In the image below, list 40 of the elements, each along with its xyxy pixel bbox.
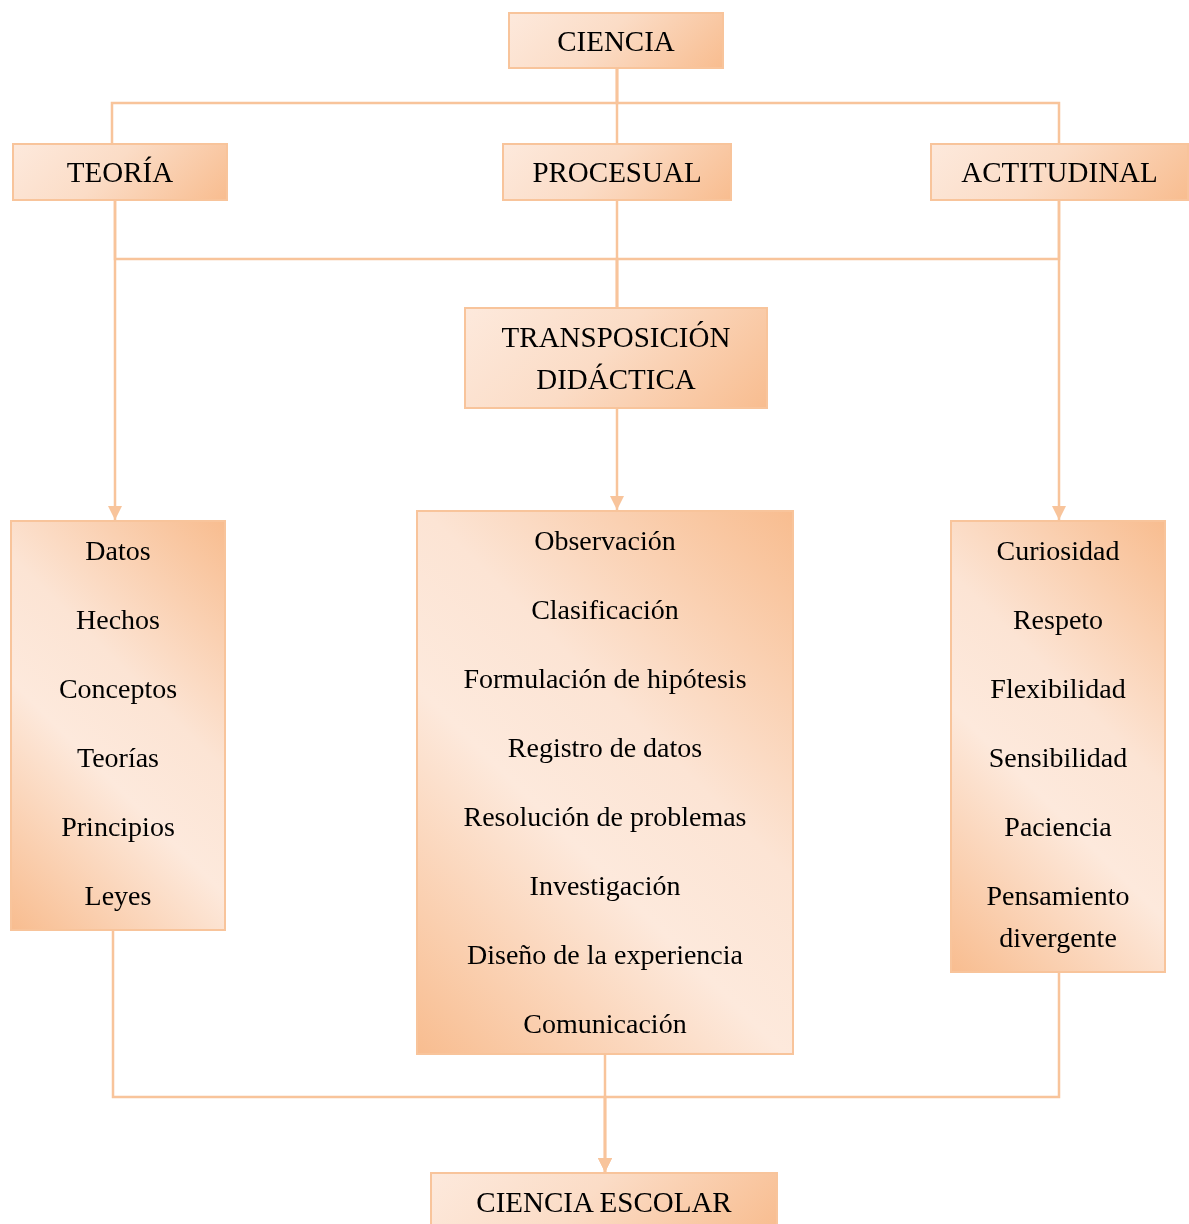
list-item: Diseño de la experiencia <box>467 938 743 972</box>
arrow <box>1052 201 1066 520</box>
list-item: Formulación de hipótesis <box>463 662 747 696</box>
list-item: Hechos <box>76 603 160 637</box>
list-item: Clasificación <box>531 593 679 627</box>
list-item: Resolución de problemas <box>463 800 747 834</box>
list-item: Datos <box>85 534 151 568</box>
list-item: Teorías <box>77 741 159 775</box>
concept-box <box>12 143 228 201</box>
arrow <box>610 409 624 510</box>
list-item: Comunicación <box>523 1007 687 1041</box>
list-item: Curiosidad <box>996 534 1120 568</box>
list-item: Leyes <box>84 879 152 913</box>
list-box <box>416 510 794 1055</box>
list-item: Respeto <box>1012 603 1104 637</box>
list-box <box>950 520 1166 973</box>
list-item: Principios <box>61 810 175 844</box>
list-item: Registro de datos <box>507 731 703 765</box>
box-label: PROCESUAL <box>532 155 702 190</box>
box-label: CIENCIA ESCOLAR <box>476 1185 732 1220</box>
concept-box <box>464 307 768 409</box>
arrow <box>598 973 1061 1172</box>
list-item: Pensamiento divergente <box>985 879 1131 955</box>
box-label: CIENCIA <box>557 23 675 59</box>
connector-line <box>615 69 1061 143</box>
box-label: TEORÍA <box>66 155 174 190</box>
concept-box <box>430 1172 778 1224</box>
list-item: Paciencia <box>1004 810 1112 844</box>
list-item: Observación <box>534 524 676 558</box>
box-label: ACTITUDINAL <box>961 155 1158 190</box>
box-label: TRANSPOSICIÓN DIDÁCTICA <box>500 320 732 397</box>
concept-box <box>508 12 724 69</box>
list-item: Investigación <box>529 869 681 903</box>
list-box <box>10 520 226 931</box>
concept-box <box>502 143 732 201</box>
arrow <box>108 201 122 520</box>
list-item: Flexibilidad <box>990 672 1126 706</box>
list-item: Conceptos <box>58 672 178 706</box>
concept-box <box>930 143 1189 201</box>
list-item: Sensibilidad <box>988 741 1128 775</box>
